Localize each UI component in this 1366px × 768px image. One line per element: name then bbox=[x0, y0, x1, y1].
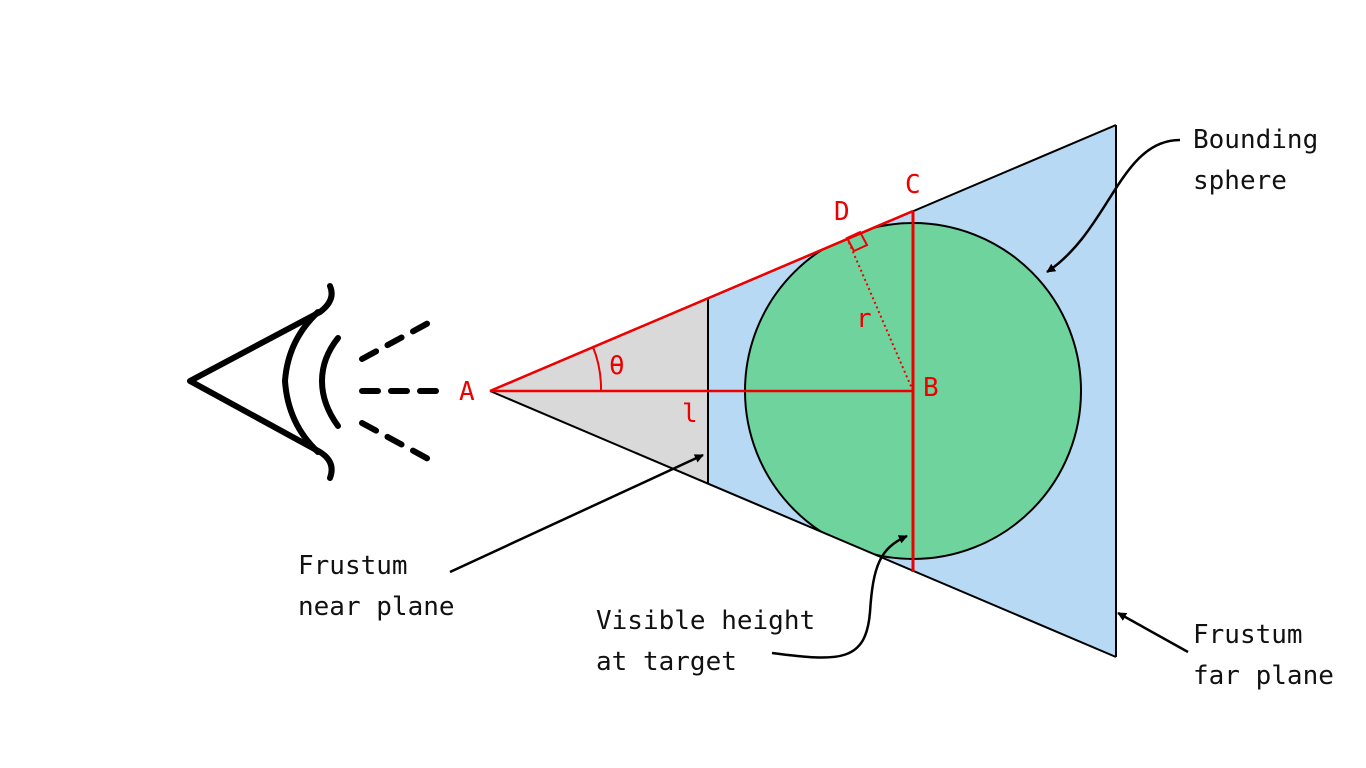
visible-height-annotation: Visible height at target bbox=[596, 606, 831, 677]
near-plane-annotation: Frustum near plane bbox=[298, 551, 455, 622]
distance-symbol: l bbox=[682, 399, 698, 429]
angle-symbol: θ bbox=[609, 351, 625, 381]
point-a-label: A bbox=[459, 377, 475, 407]
near-plane-annotation-line-1: Frustum bbox=[298, 551, 408, 581]
far-plane-annotation: Frustum far plane bbox=[1193, 620, 1334, 691]
bounding-sphere-annotation-line-1: Bounding bbox=[1193, 125, 1318, 155]
point-c-label: C bbox=[905, 170, 921, 200]
eye-icon bbox=[187, 283, 443, 481]
point-d-label: D bbox=[834, 197, 850, 227]
visible-height-annotation-line-1: Visible height bbox=[596, 606, 815, 636]
right-angle-mark bbox=[845, 230, 869, 253]
bounding-sphere-annotation: Bounding sphere bbox=[1193, 125, 1334, 196]
visible-height-arrow bbox=[771, 534, 908, 659]
near-plane-annotation-line-2: near plane bbox=[298, 592, 455, 622]
annotation-arrows bbox=[449, 138, 1189, 659]
construction-lines bbox=[489, 209, 915, 572]
line-a-c bbox=[489, 209, 914, 393]
visible-height-annotation-line-2: at target bbox=[596, 647, 737, 677]
sight-lines bbox=[359, 318, 443, 464]
angle-arc bbox=[592, 346, 603, 392]
far-plane-annotation-line-2: far plane bbox=[1193, 661, 1334, 691]
bounding-sphere-arrow bbox=[1046, 138, 1181, 274]
far-plane-arrow bbox=[1117, 611, 1189, 654]
near-plane-arrow bbox=[449, 453, 704, 574]
bounding-sphere-annotation-line-2: sphere bbox=[1193, 166, 1287, 196]
point-b-label: B bbox=[923, 373, 939, 403]
radius-symbol: r bbox=[856, 304, 872, 334]
far-plane-annotation-line-1: Frustum bbox=[1193, 620, 1303, 650]
